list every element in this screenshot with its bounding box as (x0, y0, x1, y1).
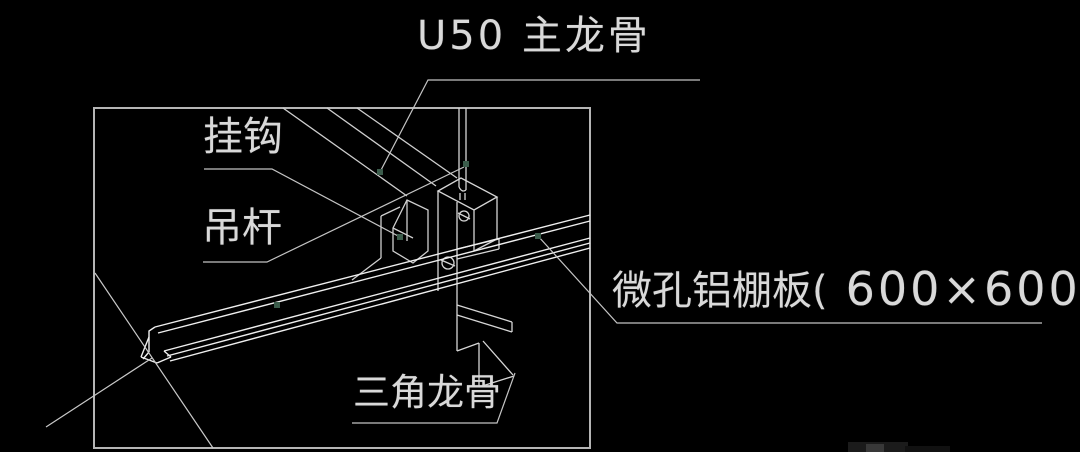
hook-bracket (436, 177, 515, 388)
leader-panel (537, 235, 1042, 324)
leader-hanger-rod (203, 166, 465, 263)
panel-edges (45, 272, 214, 449)
label-hanger-rod: 吊杆 (202, 205, 282, 251)
leader-hook (204, 168, 401, 238)
leader-triangle-runner (352, 372, 516, 424)
triangle-runner (140, 214, 591, 364)
leader-main-runner (379, 79, 700, 173)
hanger-rod (458, 108, 467, 200)
main-runner-lines (282, 107, 458, 281)
label-panel-size: 600×600) (845, 262, 1080, 316)
label-panel-name: 微孔铝棚板( (612, 267, 828, 314)
label-main-runner: U50 主龙骨 (417, 13, 651, 59)
point-markers (274, 161, 541, 308)
label-hook: 挂钩 (203, 114, 283, 160)
watermark-remnant (848, 442, 950, 452)
leader-lines (203, 79, 1042, 424)
viewport-border (93, 107, 591, 449)
label-triangle-runner: 三角龙骨 (353, 371, 501, 414)
label-panel: 微孔铝棚板( 600×600) (612, 262, 1080, 314)
